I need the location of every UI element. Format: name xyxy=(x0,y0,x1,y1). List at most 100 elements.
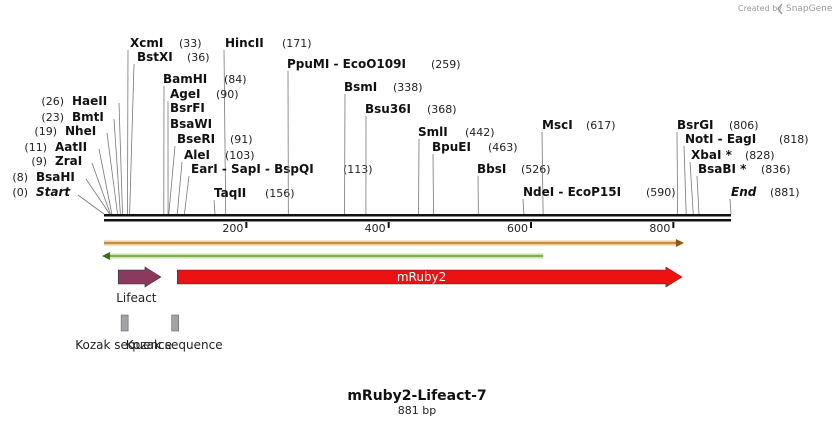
site-name-noti-eagi: NotI - EagI xyxy=(685,132,756,146)
site-leader-line xyxy=(696,175,700,215)
snapgene-logo-icon xyxy=(777,3,783,15)
site-position-bamhi: (84) xyxy=(224,73,247,86)
site-name-xbai: XbaI * xyxy=(691,148,733,162)
site-position-msci: (617) xyxy=(586,119,616,132)
site-position-xbai: (828) xyxy=(745,149,775,162)
site-name-haeii: HaeII xyxy=(72,94,107,108)
backbone xyxy=(104,214,731,222)
site-name-bmti: BmtI xyxy=(72,110,104,124)
site-position-xcmi: (33) xyxy=(179,37,202,50)
site-position-eari-sapi-bspqi: (113) xyxy=(343,163,373,176)
site-name-eari-sapi-bspqi: EarI - SapI - BspQI xyxy=(191,162,314,176)
site-leader-line xyxy=(98,148,113,215)
site-leader-line xyxy=(118,102,123,215)
site-position-bsmi: (338) xyxy=(393,81,423,94)
site-name-bstxi: BstXI xyxy=(137,50,173,64)
site-leader-line xyxy=(683,145,687,215)
site-leader-line xyxy=(113,118,121,215)
site-position-hincii: (171) xyxy=(282,37,312,50)
site-leader-line xyxy=(689,161,694,215)
ruler-tick-label: 200 xyxy=(222,222,243,235)
site-name-bsabi: BsaBI * xyxy=(698,162,747,176)
feature-kozak-sequence xyxy=(120,314,129,332)
site-position-bpuei: (463) xyxy=(488,141,518,154)
site-position-bsahi: (8) xyxy=(12,171,28,184)
site-leader-line xyxy=(184,175,190,215)
orf-reverse-arrow-icon xyxy=(102,252,110,260)
plasmid-length: 881 bp xyxy=(398,404,436,417)
site-position-start: (0) xyxy=(12,186,28,199)
site-leader-line xyxy=(106,132,118,215)
site-name-bbsi: BbsI xyxy=(477,162,506,176)
site-leader-line xyxy=(676,131,679,215)
site-leader-line xyxy=(213,199,216,215)
site-leader-line xyxy=(77,194,105,215)
site-leader-line xyxy=(223,49,227,215)
site-position-nhei: (19) xyxy=(34,125,57,138)
site-position-bbsi: (526) xyxy=(521,163,551,176)
site-name-bsu36i: Bsu36I xyxy=(365,102,411,116)
orf-forward-arrow-icon xyxy=(675,239,684,247)
site-leader-line xyxy=(176,161,183,215)
site-name-smli: SmlI xyxy=(418,125,448,139)
site-name-ndei-ecop15i: NdeI - EcoP15I xyxy=(523,185,621,199)
site-position-bmti: (23) xyxy=(41,111,64,124)
site-name-bseri: BseRI xyxy=(177,132,215,146)
site-position-bsrgi: (806) xyxy=(729,119,759,132)
site-leader-line xyxy=(432,153,434,215)
site-name-hincii: HincII xyxy=(225,36,264,50)
ruler-tick-label: 600 xyxy=(507,222,528,235)
feature-lifeact xyxy=(117,266,162,288)
site-position-ndei-ecop15i: (590) xyxy=(646,186,676,199)
feature-label-lifeact: Lifeact xyxy=(116,291,157,305)
site-name-xcmi: XcmI xyxy=(130,36,163,50)
site-name-nhei: NheI xyxy=(65,124,96,138)
site-position-noti-eagi: (818) xyxy=(779,133,809,146)
site-name-ppumi-ecoo109i: PpuMI - EcoO109I xyxy=(287,57,406,71)
site-position-end: (881) xyxy=(770,186,800,199)
site-name-bsmi: BsmI xyxy=(344,80,377,94)
site-leader-line xyxy=(127,49,129,215)
feature-label-mruby2: mRuby2 xyxy=(397,270,446,284)
site-name-aatii: AatII xyxy=(55,140,87,154)
backbone-bottom-strand xyxy=(104,219,731,222)
site-name-bpuei: BpuEI xyxy=(432,140,471,154)
feature-label-kozak-sequence: Kozak sequence xyxy=(75,338,172,352)
snapgene-credit: Created by SnapGene xyxy=(738,3,833,15)
site-position-zrai: (9) xyxy=(31,155,47,168)
site-position-alei: (103) xyxy=(225,149,255,162)
site-name-agei: AgeI xyxy=(170,87,200,101)
site-leader-line xyxy=(729,198,732,215)
site-name-end: End xyxy=(731,185,757,199)
ruler-tick-label: 800 xyxy=(649,222,670,235)
site-name-bsrgi: BsrGI xyxy=(677,118,714,132)
site-position-smli: (442) xyxy=(465,126,495,139)
feature-mruby2 xyxy=(177,266,683,288)
site-position-bseri: (91) xyxy=(230,133,253,146)
plasmid-name: mRuby2-Lifeact-7 xyxy=(347,388,486,404)
site-name-alei: AleI xyxy=(184,148,210,162)
site-position-bstxi: (36) xyxy=(187,51,210,64)
site-name-bamhi: BamHI xyxy=(163,72,207,86)
site-position-ppumi-ecoo109i: (259) xyxy=(431,58,461,71)
site-name-bsrfi: BsrFI xyxy=(170,101,205,115)
site-leader-line xyxy=(129,63,135,215)
site-leader-line xyxy=(85,178,111,215)
credit-prefix: Created by xyxy=(738,4,782,13)
site-leader-line xyxy=(91,162,111,215)
site-name-taqii: TaqII xyxy=(214,186,246,200)
site-name-start: Start xyxy=(36,185,71,199)
feature-label-kozak-sequence: Kozak sequence xyxy=(126,338,223,352)
backbone-top-strand xyxy=(104,214,731,217)
site-name-zrai: ZraI xyxy=(55,154,82,168)
feature-kozak-sequence xyxy=(171,314,179,332)
site-leader-line xyxy=(541,131,544,215)
site-name-bsawi: BsaWI xyxy=(170,117,212,131)
site-leader-line xyxy=(168,145,176,215)
site-name-bsahi: BsaHI xyxy=(36,170,75,184)
site-position-agei: (90) xyxy=(216,88,239,101)
site-leader-line xyxy=(522,198,525,215)
